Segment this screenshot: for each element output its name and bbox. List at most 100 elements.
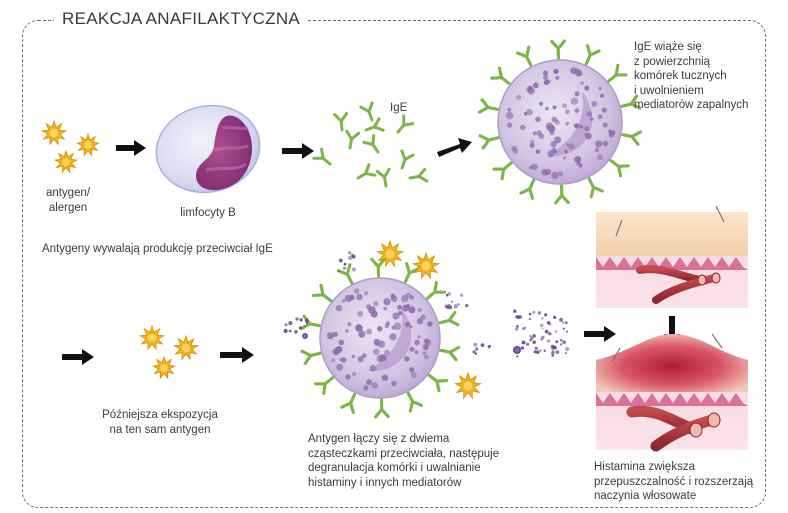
antigen-core — [84, 141, 92, 149]
label-ige: IgE — [390, 102, 408, 114]
granule — [563, 156, 567, 160]
mediator-particle — [532, 310, 536, 314]
mediator-particle — [351, 253, 354, 256]
granule — [601, 107, 607, 113]
mediator-particle — [548, 322, 552, 326]
antibody-icon — [340, 392, 357, 414]
mediator-particle — [541, 335, 545, 339]
granule — [535, 116, 541, 123]
granule — [551, 116, 558, 123]
arrow-icon — [282, 143, 314, 159]
granule — [417, 335, 421, 339]
mediator-particle — [351, 267, 356, 272]
label-histamine-effect: Histamina zwiększa przepuszczalność i ro… — [594, 461, 754, 502]
antigen-group-top — [40, 119, 101, 174]
inflamed-tissue-illustration — [596, 333, 748, 452]
antigen-core — [181, 343, 191, 353]
granule — [506, 122, 513, 128]
granule — [570, 67, 578, 75]
mediator-particle — [283, 328, 288, 333]
antigen-core — [463, 381, 473, 391]
granule — [584, 132, 588, 137]
granule — [392, 312, 400, 320]
granule — [532, 131, 537, 136]
mediator-particle — [288, 329, 292, 333]
mediator-particle — [298, 326, 303, 330]
arrow-icon — [62, 349, 94, 365]
granule — [366, 328, 373, 335]
mediator-particle — [541, 317, 544, 320]
antibody-icon — [403, 262, 420, 284]
granule — [565, 109, 570, 115]
antibody-icon — [345, 129, 361, 150]
mediator-particle — [343, 262, 347, 266]
mediator-particle — [450, 300, 453, 303]
mediator-particle — [528, 312, 532, 316]
granule — [410, 371, 417, 378]
mediator-particle — [564, 352, 567, 355]
granule — [391, 380, 397, 387]
mast-cell-nucleus — [368, 308, 412, 372]
antibody-icon — [519, 178, 536, 200]
mediator-particle — [553, 315, 557, 319]
granule — [519, 124, 526, 131]
mediator-particle — [559, 343, 563, 346]
granule — [332, 331, 338, 338]
granule — [384, 349, 390, 356]
granule — [535, 149, 541, 154]
granule — [597, 114, 603, 120]
granule — [610, 130, 616, 136]
granule — [574, 108, 580, 113]
granule — [600, 93, 604, 98]
mediator-particle — [338, 258, 343, 263]
granule — [390, 293, 396, 299]
granule — [555, 75, 560, 80]
granule — [536, 130, 543, 136]
mast-cell-degranulating — [299, 239, 483, 419]
granule — [420, 314, 426, 320]
mediator-particle — [555, 340, 559, 344]
mediator-particle — [473, 342, 478, 347]
granule — [597, 154, 603, 161]
granule — [598, 86, 602, 91]
mediator-particle — [474, 352, 478, 355]
granule — [543, 74, 549, 81]
label-antigens-induce: Antygeny wywalają produkcję przeciwciał … — [42, 243, 273, 255]
granule — [358, 330, 366, 338]
antibody-icon — [550, 39, 566, 60]
label-binding-degranulation: Antygen łączy się z dwiema cząsteczkami … — [308, 433, 500, 489]
mediator-particle — [448, 305, 453, 310]
antibody-icon — [370, 257, 386, 278]
granule — [602, 140, 609, 147]
mediator-particle — [562, 321, 565, 324]
mediator-particle — [288, 320, 293, 326]
granule — [561, 103, 568, 109]
mediator-particle — [551, 354, 555, 357]
granule — [353, 288, 360, 294]
granule — [589, 117, 594, 121]
mediator-particle — [305, 318, 308, 321]
granule — [554, 136, 562, 144]
mediator-particle — [562, 340, 566, 344]
antibody-icon — [406, 391, 424, 413]
granule — [341, 357, 347, 363]
granule — [516, 94, 522, 100]
antibody-icon — [400, 149, 415, 170]
mediator-particle — [559, 338, 563, 342]
antigen-core — [62, 158, 70, 166]
mediator-particle — [532, 340, 536, 344]
granule — [351, 371, 357, 377]
mediator-particle — [303, 325, 306, 328]
granule — [565, 121, 570, 126]
granule — [409, 346, 415, 352]
antibody-icon — [312, 147, 332, 166]
granule — [545, 106, 549, 111]
antibody-icon — [554, 184, 570, 205]
granule — [329, 335, 334, 339]
antibody-icon — [477, 98, 499, 114]
antigen-group-bottom — [138, 324, 200, 380]
granule — [545, 122, 554, 130]
granule — [591, 101, 598, 107]
mediator-particle — [521, 340, 526, 345]
mediator-vesicle — [513, 346, 521, 354]
